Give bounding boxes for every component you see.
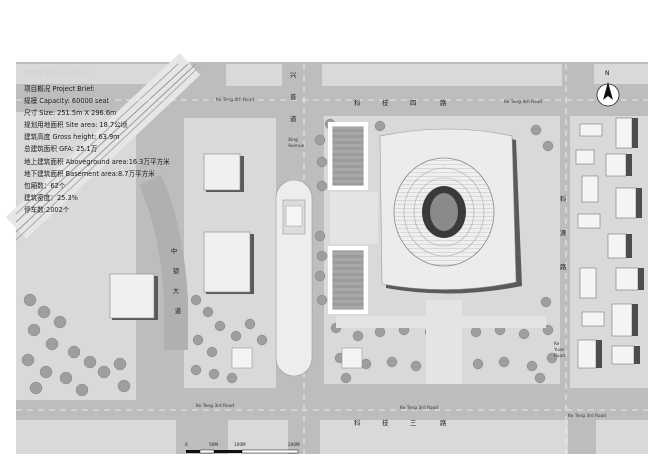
road-label-west-cn: 锁 bbox=[172, 267, 180, 275]
railway bbox=[5, 53, 201, 241]
road-label-xing-en: Xing bbox=[288, 138, 298, 143]
road-label-south-en: Ke Teng 3rd Road bbox=[196, 404, 235, 409]
road-label-north-cn: 科 bbox=[354, 99, 361, 107]
west-curved-road bbox=[139, 175, 188, 350]
road-label-xing-cn: 道 bbox=[290, 115, 297, 123]
road-label-east-en: Ke bbox=[554, 342, 560, 347]
road-label-west-cn: 大 bbox=[172, 287, 180, 295]
road-label-north-cn: 路 bbox=[440, 99, 447, 107]
road-label-east-cn: 源 bbox=[560, 229, 567, 237]
scale-label: 100M bbox=[234, 442, 246, 447]
road-label-xing-cn: 兴 bbox=[290, 71, 297, 79]
road-label-north-cn: 四 bbox=[410, 99, 417, 107]
west-buildings bbox=[109, 153, 363, 369]
road-label-east-cn: 科 bbox=[560, 195, 567, 203]
scale-bar bbox=[186, 449, 299, 454]
north-label: N bbox=[605, 70, 610, 77]
road-label-south-cn: 路 bbox=[440, 419, 447, 427]
road-label-south-en-east: Ke Teng 3rd Road bbox=[568, 414, 607, 419]
road-label-east-en: Yuan bbox=[554, 348, 565, 353]
training-fields bbox=[328, 122, 368, 314]
road-label-south-cn: 三 bbox=[410, 419, 417, 427]
east-building-shadows bbox=[596, 118, 644, 368]
scale-label: 0 bbox=[185, 442, 188, 447]
road-label-north-en-east: Ke Teng 4th Road bbox=[504, 100, 543, 105]
stadium bbox=[379, 128, 522, 294]
road-label-south-cn: 科 bbox=[354, 419, 361, 427]
road-label-west-cn: 中 bbox=[170, 247, 178, 255]
scale-label: 50M bbox=[209, 442, 218, 447]
plazas bbox=[330, 192, 546, 384]
road-label-south-en-mid: Ke Teng 3rd Road bbox=[400, 406, 439, 411]
north-arrow-icon bbox=[596, 82, 620, 107]
road-label-north-cn: 技 bbox=[382, 99, 389, 107]
road-label-west-cn: 道 bbox=[174, 307, 182, 315]
road-label-east-en: Road bbox=[554, 354, 566, 359]
scale-label: 200M bbox=[288, 442, 300, 447]
road-label-east-cn: 路 bbox=[560, 263, 567, 271]
east-buildings bbox=[575, 117, 639, 369]
road-label-xing-en: Avenue bbox=[288, 144, 305, 149]
road-markings bbox=[16, 64, 648, 454]
road-label-xing-cn: 普 bbox=[290, 93, 297, 101]
road-label-south-cn: 技 bbox=[382, 419, 389, 427]
avenue-strip bbox=[275, 179, 313, 377]
road-label-north-en: Ke Teng 4th Road bbox=[216, 98, 255, 103]
